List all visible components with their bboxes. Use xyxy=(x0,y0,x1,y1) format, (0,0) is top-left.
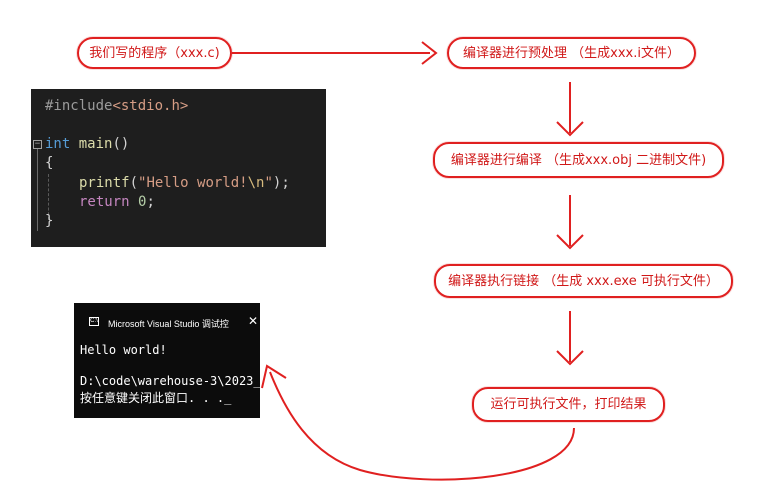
step-source-label: 我们写的程序（xxx.c) xyxy=(89,45,220,61)
console-output-path: D:\code\warehouse-3\2023_ xyxy=(80,374,260,388)
close-brace: } xyxy=(45,213,54,229)
code-line-printf: printf("Hello world!\n"); xyxy=(79,174,290,193)
code-line-open-brace: { xyxy=(45,154,53,173)
console-tab-title: Microsoft Visual Studio 调试控 xyxy=(108,319,229,329)
step-compile-node: 编译器进行编译 （生成xxx.obj 二进制文件) xyxy=(433,142,724,178)
type-keyword: int xyxy=(45,136,71,152)
include-directive: #include xyxy=(45,98,113,114)
arrow-source-to-preprocess-head xyxy=(421,41,438,65)
main-function-name: main xyxy=(78,136,113,152)
step-preprocess-node: 编译器进行预处理 （生成xxx.i文件） xyxy=(447,37,696,69)
main-parens: () xyxy=(112,136,130,152)
escape-sequence: \n xyxy=(247,175,265,191)
console-window: C:\ Microsoft Visual Studio 调试控 ✕ Hello … xyxy=(74,303,260,418)
arrow-link-to-run-head xyxy=(556,350,584,366)
return-keyword: return xyxy=(79,194,130,210)
printf-function: printf xyxy=(79,175,130,191)
step-link-label: 编译器执行链接 （生成 xxx.exe 可执行文件） xyxy=(448,273,719,289)
close-icon[interactable]: ✕ xyxy=(248,314,259,328)
printf-paren-open: ( xyxy=(129,175,139,191)
code-line-main: int main() xyxy=(45,135,129,154)
fold-guide-line xyxy=(37,149,38,231)
step-link-node: 编译器执行链接 （生成 xxx.exe 可执行文件） xyxy=(434,264,733,298)
fold-toggle-icon[interactable]: − xyxy=(33,139,42,149)
code-editor: #include<stdio.h> − int main() { printf(… xyxy=(31,89,326,247)
step-run-label: 运行可执行文件，打印结果 xyxy=(490,397,647,412)
code-line-include: #include<stdio.h> xyxy=(45,97,188,116)
step-source-node: 我们写的程序（xxx.c) xyxy=(77,37,232,69)
arrow-compile-to-link-head xyxy=(556,234,584,250)
console-tab[interactable]: C:\ Microsoft Visual Studio 调试控 ✕ xyxy=(74,303,260,341)
indent-guide xyxy=(48,174,49,220)
include-file: <stdio.h> xyxy=(112,98,189,114)
step-compile-label: 编译器进行编译 （生成xxx.obj 二进制文件) xyxy=(450,152,707,168)
step-run-node: 运行可执行文件，打印结果 xyxy=(472,387,665,422)
terminal-icon: C:\ xyxy=(89,317,99,326)
arrow-preprocess-to-compile-head xyxy=(556,121,584,137)
return-semicolon: ; xyxy=(146,194,155,210)
string-literal: "Hello world! xyxy=(138,175,248,191)
code-line-return: return 0; xyxy=(79,193,155,212)
return-value: 0 xyxy=(138,194,147,210)
arrow-run-to-console-head xyxy=(261,364,287,389)
code-line-close-brace: } xyxy=(45,212,53,231)
open-brace: { xyxy=(45,155,54,171)
printf-paren-close: ); xyxy=(272,175,290,191)
string-literal-end: " xyxy=(264,175,273,191)
console-output-hello: Hello world! xyxy=(80,343,167,357)
console-output-prompt: 按任意键关闭此窗口. . ._ xyxy=(80,391,232,405)
step-preprocess-label: 编译器进行预处理 （生成xxx.i文件） xyxy=(463,45,680,61)
